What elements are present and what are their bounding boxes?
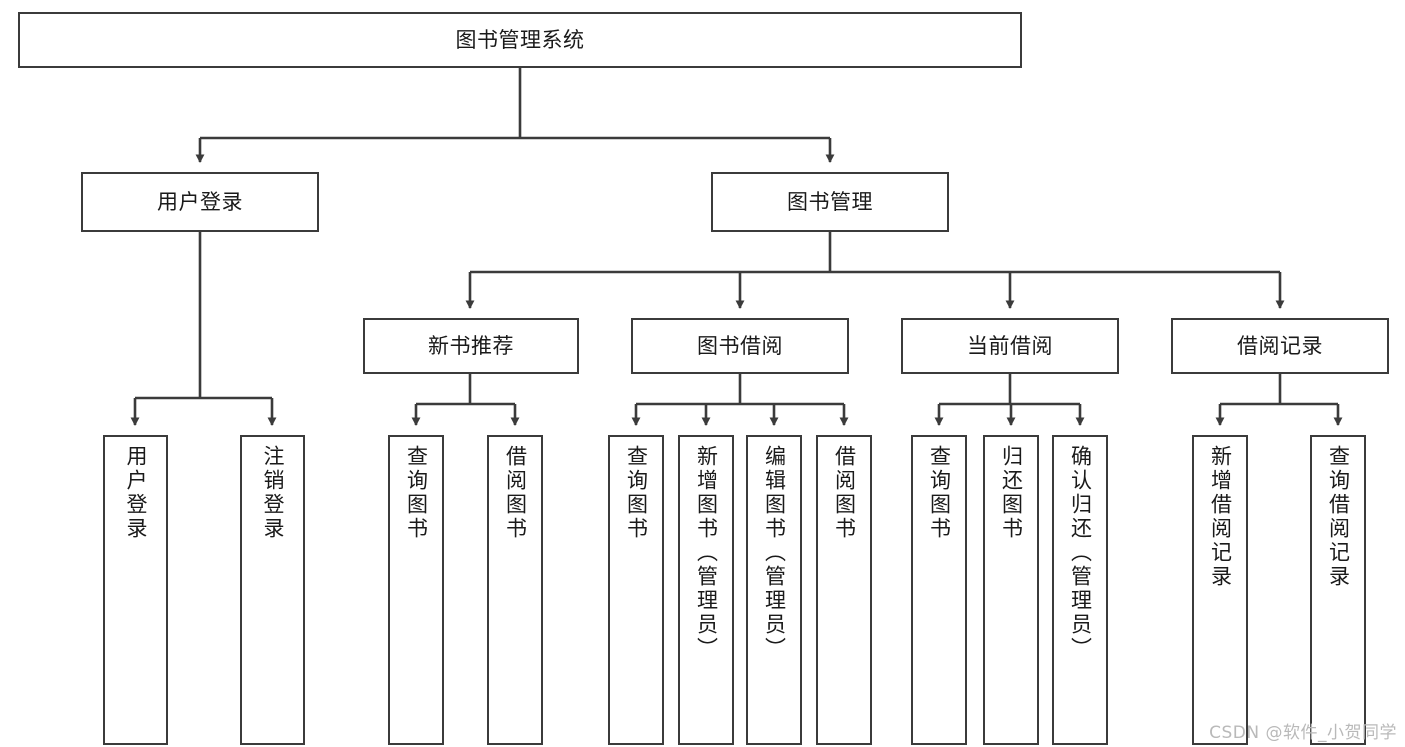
node-leaf-add-book[interactable]: 新增图书（管理员） xyxy=(678,435,734,745)
node-leaf-user-login-label: 用户登录 xyxy=(124,445,148,541)
node-leaf-user-login[interactable]: 用户登录 xyxy=(103,435,168,745)
node-borrow-record[interactable]: 借阅记录 xyxy=(1171,318,1389,374)
node-root[interactable]: 图书管理系统 xyxy=(18,12,1022,68)
node-leaf-borrow-book-2[interactable]: 借阅图书 xyxy=(816,435,872,745)
node-leaf-confirm-return-label: 确认归还（管理员） xyxy=(1068,445,1093,661)
node-leaf-return-book[interactable]: 归还图书 xyxy=(983,435,1039,745)
node-leaf-query-book-2-label: 查询图书 xyxy=(624,445,649,541)
node-leaf-logout-label: 注销登录 xyxy=(261,445,285,541)
node-leaf-add-borrow-record[interactable]: 新增借阅记录 xyxy=(1192,435,1248,745)
node-leaf-confirm-return[interactable]: 确认归还（管理员） xyxy=(1052,435,1108,745)
node-leaf-edit-book[interactable]: 编辑图书（管理员） xyxy=(746,435,802,745)
node-leaf-query-borrow-record-label: 查询借阅记录 xyxy=(1326,445,1351,589)
node-leaf-add-borrow-record-label: 新增借阅记录 xyxy=(1208,445,1233,589)
node-leaf-borrow-book-1-label: 借阅图书 xyxy=(503,445,528,541)
node-current-borrow[interactable]: 当前借阅 xyxy=(901,318,1119,374)
node-root-label: 图书管理系统 xyxy=(455,27,585,52)
node-leaf-edit-book-label: 编辑图书（管理员） xyxy=(762,445,787,661)
node-book-borrow[interactable]: 图书借阅 xyxy=(631,318,849,374)
node-leaf-return-book-label: 归还图书 xyxy=(999,445,1024,541)
node-leaf-query-book-3-label: 查询图书 xyxy=(927,445,952,541)
node-leaf-query-book-1-label: 查询图书 xyxy=(404,445,429,541)
node-leaf-borrow-book-2-label: 借阅图书 xyxy=(832,445,857,541)
node-user-login-label: 用户登录 xyxy=(157,189,243,214)
node-user-login[interactable]: 用户登录 xyxy=(81,172,319,232)
node-leaf-logout[interactable]: 注销登录 xyxy=(240,435,305,745)
node-leaf-query-borrow-record[interactable]: 查询借阅记录 xyxy=(1310,435,1366,745)
node-leaf-query-book-1[interactable]: 查询图书 xyxy=(388,435,444,745)
node-new-book-recommend[interactable]: 新书推荐 xyxy=(363,318,579,374)
node-book-borrow-label: 图书借阅 xyxy=(697,333,783,358)
node-book-manage-label: 图书管理 xyxy=(787,189,873,214)
node-book-manage[interactable]: 图书管理 xyxy=(711,172,949,232)
node-leaf-query-book-2[interactable]: 查询图书 xyxy=(608,435,664,745)
node-borrow-record-label: 借阅记录 xyxy=(1237,333,1323,358)
node-leaf-query-book-3[interactable]: 查询图书 xyxy=(911,435,967,745)
node-new-book-recommend-label: 新书推荐 xyxy=(428,333,514,358)
node-current-borrow-label: 当前借阅 xyxy=(967,333,1053,358)
watermark: CSDN @软件_小贺同学 xyxy=(1209,723,1397,743)
node-leaf-borrow-book-1[interactable]: 借阅图书 xyxy=(487,435,543,745)
node-leaf-add-book-label: 新增图书（管理员） xyxy=(694,445,719,661)
